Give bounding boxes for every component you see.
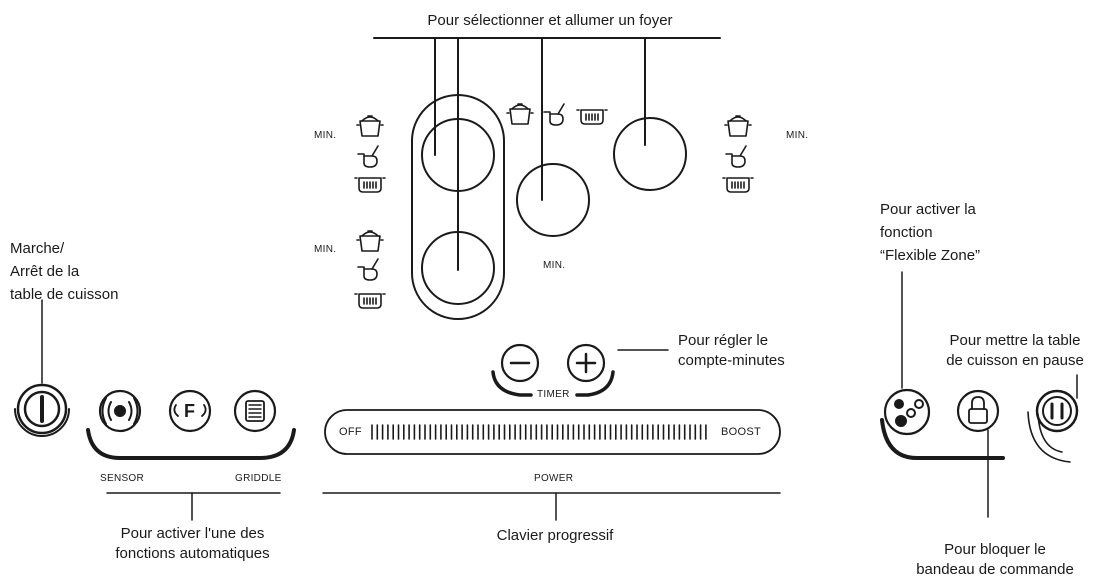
label-flexible-zone: Pour activer la fonction “Flexible Zone” xyxy=(880,201,981,264)
timer-label: TIMER xyxy=(535,389,572,400)
flex-f-button[interactable] xyxy=(168,389,212,433)
label-on-off: Marche/ Arrêt de la table de cuisson xyxy=(10,240,119,303)
auto-functions-group xyxy=(86,428,296,460)
pot-symbols-bottom-left xyxy=(354,230,386,309)
timer-plus-button[interactable] xyxy=(566,343,606,383)
power-label: POWER xyxy=(534,473,574,484)
timer-minus-button[interactable] xyxy=(500,343,540,383)
sensor-label: SENSOR xyxy=(100,473,145,484)
label-lock: Pour bloquer le bandeau de commande xyxy=(916,541,1074,578)
label-slider: Clavier progressif xyxy=(496,527,614,544)
label-pause: Pour mettre la table de cuisson en pause xyxy=(946,332,1084,369)
griddle-label: GRIDDLE xyxy=(235,473,282,484)
griddle-button[interactable] xyxy=(233,389,277,433)
label-auto-functions: Pour activer l'une des fonctions automat… xyxy=(115,525,270,562)
cooking-zones xyxy=(411,94,687,320)
slider-leader xyxy=(322,492,781,521)
boost-label: BOOST xyxy=(721,426,762,438)
flex-key-letter: F xyxy=(184,401,196,421)
zone-front-left xyxy=(421,118,495,192)
selection-leader-lines xyxy=(373,37,721,271)
sensor-button[interactable] xyxy=(98,389,142,433)
min-marker-right: MIN. xyxy=(786,130,809,141)
timer-bracket xyxy=(491,370,615,397)
lock-button[interactable] xyxy=(956,389,1000,433)
flexible-zone-outline xyxy=(411,94,505,320)
label-timer-adjust: Pour régler le compte-minutes xyxy=(678,332,785,369)
min-marker-bottom-left: MIN. xyxy=(314,244,337,255)
pot-symbols-center xyxy=(506,103,608,126)
flexible-zone-button[interactable] xyxy=(880,388,1005,460)
auto-functions-leader xyxy=(106,492,281,521)
pot-symbols-top-left xyxy=(354,115,386,193)
pot-symbols-right xyxy=(722,115,754,193)
power-button[interactable] xyxy=(14,383,70,437)
label-select-burner: Pour sélectionner et allumer un foyer xyxy=(427,12,673,29)
zone-center xyxy=(516,163,590,237)
zone-rear-left xyxy=(421,231,495,305)
zone-right xyxy=(613,117,687,191)
power-slider[interactable] xyxy=(324,409,781,455)
min-marker-center: MIN. xyxy=(543,260,566,271)
pause-button[interactable] xyxy=(1027,389,1079,463)
min-marker-top-left: MIN. xyxy=(314,130,337,141)
off-label: OFF xyxy=(339,426,362,438)
